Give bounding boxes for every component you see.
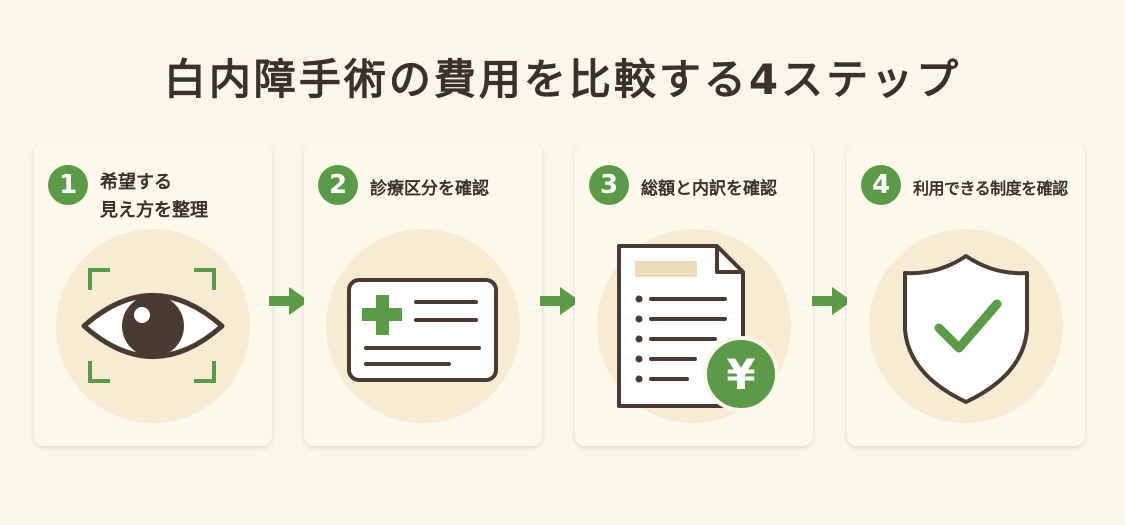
step-label: 利用できる制度を確認 [913, 175, 1081, 203]
step-label-line-1: 希望する [100, 172, 172, 193]
step-label-line-2: 見え方を整理 [100, 200, 208, 221]
step-label-line-1: 総額と内訳を確認 [641, 179, 777, 199]
invoice-yen-icon: ¥ [617, 244, 779, 412]
shield-check-icon [903, 254, 1029, 404]
medical-card-icon [347, 278, 498, 382]
step-label: 希望する 見え方を整理 [100, 169, 268, 225]
step-label: 総額と内訳を確認 [641, 175, 809, 203]
step-number-badge: 3 [589, 165, 629, 205]
step-label-line-1: 診療区分を確認 [370, 179, 489, 199]
step-label-line-1: 利用できる制度を確認 [913, 179, 1068, 198]
page-title: 白内障手術の費用を比較する4ステップ [163, 55, 962, 104]
arrow-right-icon [812, 287, 852, 315]
step-card-3: 3 総額と内訳を確認 ¥ [575, 143, 813, 446]
step-number-badge: 1 [48, 165, 88, 205]
arrow-right-icon [269, 287, 309, 315]
step-card-2: 2 診療区分を確認 [304, 143, 542, 446]
step-label: 診療区分を確認 [370, 175, 538, 203]
yen-symbol: ¥ [726, 350, 755, 399]
step-card-1: 1 希望する 見え方を整理 [34, 143, 272, 446]
arrow-right-icon [540, 287, 580, 315]
step-number-badge: 4 [861, 165, 901, 205]
yen-coin-icon [703, 336, 779, 412]
eye-icon [81, 268, 225, 383]
step-number-badge: 2 [318, 165, 358, 205]
step-card-4: 4 利用できる制度を確認 [847, 143, 1085, 446]
